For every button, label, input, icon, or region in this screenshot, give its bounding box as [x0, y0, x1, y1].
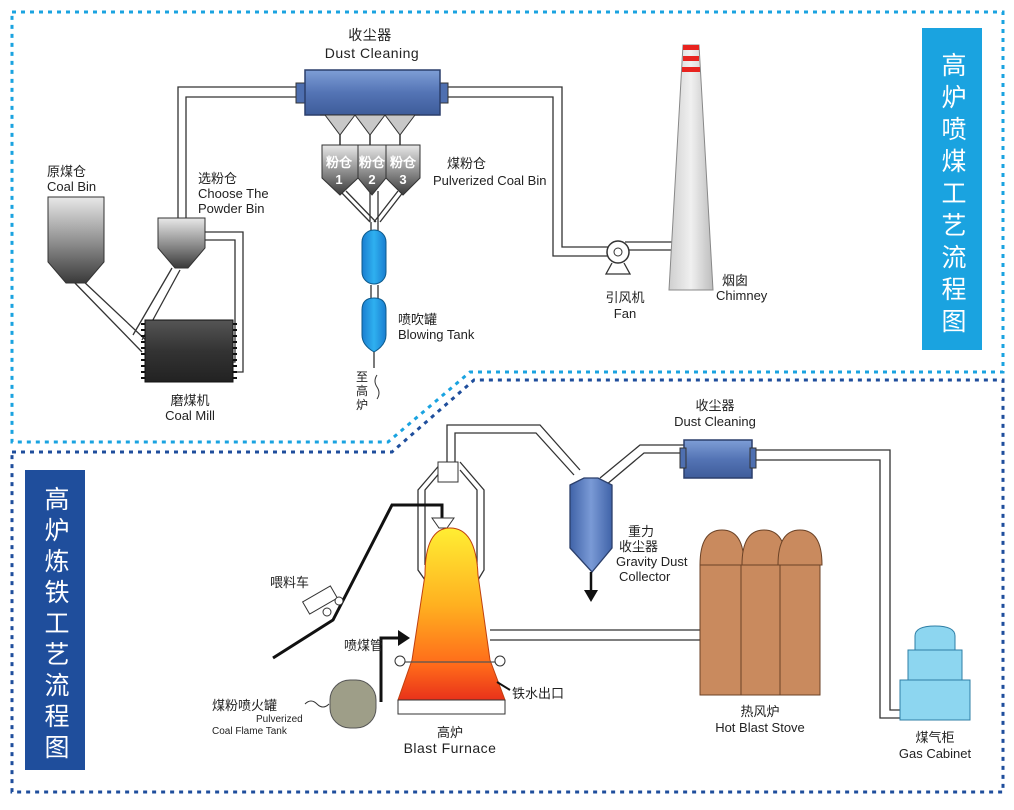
- hot-blast-stove: [699, 529, 823, 696]
- blowing-tank-en: Blowing Tank: [398, 327, 475, 342]
- gravity-collector-en-2: Collector: [619, 569, 671, 584]
- coal-bin: [47, 196, 105, 284]
- fan: [604, 240, 632, 275]
- blowing-tank-cn: 喷吹罐: [398, 312, 438, 327]
- coal-injection-pipe: [379, 630, 410, 702]
- powder-bins: [321, 144, 421, 196]
- dust-cleaning-top-en: Dust Cleaning: [324, 45, 420, 61]
- powder-bin-1: [321, 144, 359, 196]
- flame-tank-en-2: Coal Flame Tank: [212, 726, 287, 737]
- coal-bin-en: Coal Bin: [47, 179, 97, 194]
- gravity-collector-en-1: Gravity Dust: [616, 554, 688, 569]
- powder-bin-cn: 选粉仓: [198, 171, 238, 186]
- dust-cleaner-top: [295, 69, 449, 145]
- flame-tank-cn: 煤粉喷火罐: [212, 698, 278, 713]
- dust-cleaner-bottom: [679, 439, 757, 479]
- fan-en: Fan: [613, 306, 637, 321]
- furnace-top-box: [437, 461, 459, 483]
- dust-cleaning-bottom-en: Dust Cleaning: [674, 414, 756, 429]
- powder-bin-en-2: Powder Bin: [198, 201, 265, 216]
- gas-cabinet-en: Gas Cabinet: [898, 746, 972, 761]
- flame-tank-en-1: Pulverized: [256, 714, 303, 725]
- blast-furnace-en: Blast Furnace: [403, 740, 497, 756]
- gas-cabinet: [899, 625, 971, 721]
- coal-mill-en: Coal Mill: [165, 408, 215, 423]
- top-section-border: [10, 10, 1005, 444]
- pulverized-coal-bin-en: Pulverized Coal Bin: [433, 173, 547, 188]
- gravity-collector-cn-1: 重力: [628, 524, 655, 539]
- chimney-cn: 烟囱: [722, 273, 749, 288]
- top-pipes: [71, 86, 688, 373]
- dust-cleaning-top-cn: 收尘器: [348, 27, 392, 43]
- bottom-section-title-banner: 高炉炼铁工艺流程图: [25, 470, 85, 770]
- coal-mill: [141, 319, 237, 383]
- choose-powder-bin: [157, 217, 206, 269]
- dust-cleaning-bottom-cn: 收尘器: [695, 398, 735, 413]
- pulverized-coal-flame-tank: [304, 679, 377, 729]
- blast-furnace-cn: 高炉: [436, 725, 463, 740]
- powder-bin-en-1: Choose The: [198, 186, 269, 201]
- blowing-tank-lower: [361, 297, 387, 400]
- coal-bin-cn: 原煤仓: [47, 164, 87, 179]
- feed-car-label: 喂料车: [270, 575, 310, 590]
- coal-pipe-label: 喷煤管: [344, 638, 384, 653]
- to-blast-furnace-label: 至高炉: [355, 370, 368, 412]
- powder-bin-3: [385, 144, 421, 196]
- iron-outlet-label: 铁水出口: [512, 686, 565, 701]
- feed-car-rail: [272, 503, 455, 660]
- blowing-tank-upper: [361, 229, 387, 285]
- coal-mill-cn: 磨煤机: [170, 393, 210, 408]
- blast-furnace: [394, 527, 511, 715]
- bottom-section-border: [10, 378, 1005, 794]
- hot-blast-stove-en: Hot Blast Stove: [715, 720, 805, 735]
- gravity-collector-cn-2: 收尘器: [619, 539, 659, 554]
- pulverized-coal-bin-cn: 煤粉仓: [447, 156, 487, 171]
- chimney: [668, 44, 714, 291]
- gravity-dust-collector: [569, 477, 613, 602]
- top-section-title-banner: 高炉喷煤工艺流程图: [922, 28, 982, 350]
- fan-cn: 引风机: [605, 290, 645, 305]
- chimney-en: Chimney: [716, 288, 768, 303]
- gas-cabinet-cn: 煤气柜: [915, 730, 955, 745]
- hot-blast-stove-cn: 热风炉: [740, 704, 780, 719]
- powder-bin-2: [357, 144, 387, 196]
- bottom-pipes: [417, 424, 905, 719]
